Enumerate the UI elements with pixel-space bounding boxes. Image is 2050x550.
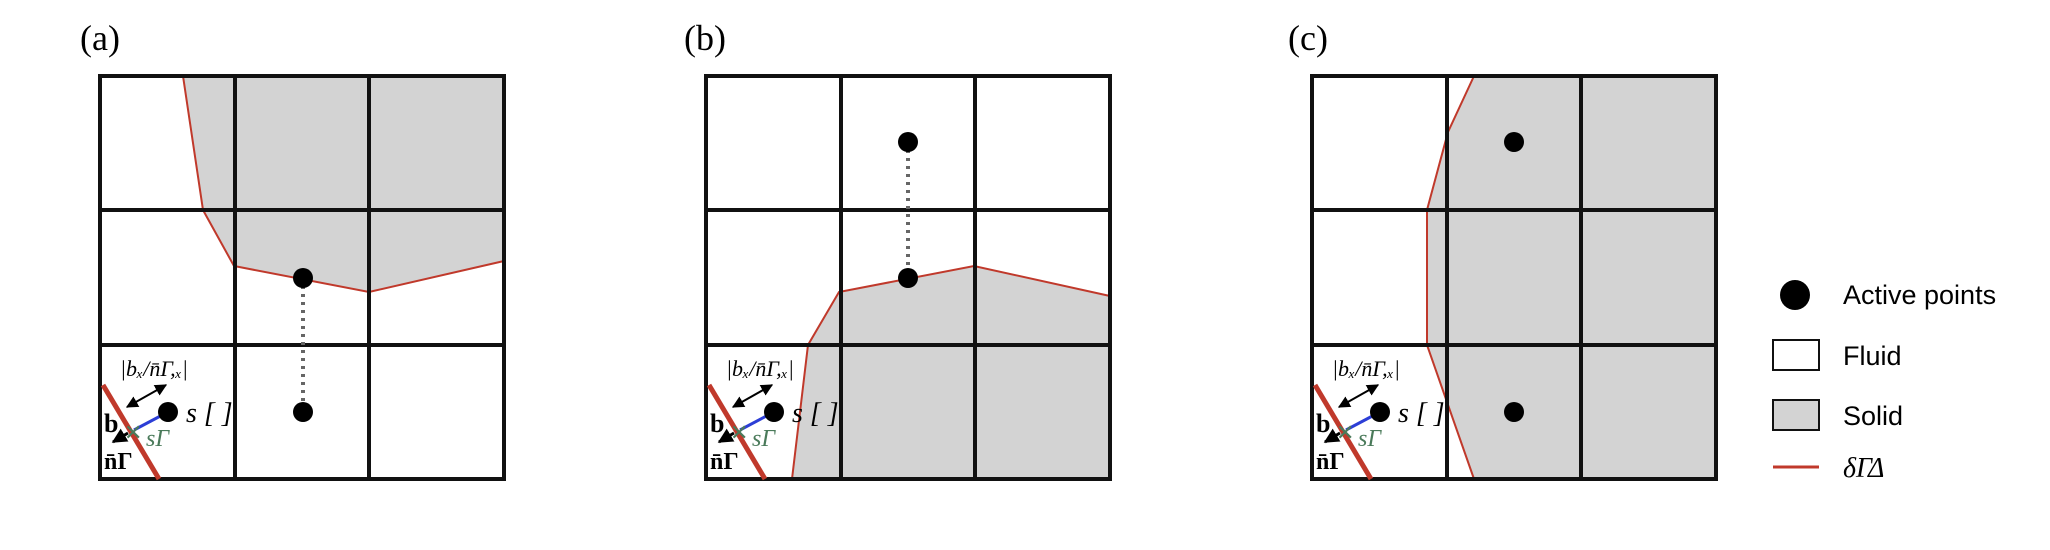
panel-b: (b) ✕ |bₓ/n̄Γ,ₓ| s [ ] b n̄Γ sΓ <box>684 18 1112 481</box>
interface-segment <box>1312 383 1374 481</box>
n-label: n̄Γ <box>104 449 133 475</box>
normal-inset: ✕ |bₓ/n̄Γ,ₓ| s [ ] b n̄Γ sΓ <box>100 356 233 481</box>
active-point <box>1504 402 1524 422</box>
s-gamma-label: sΓ <box>1358 426 1382 452</box>
sample-point <box>764 402 784 422</box>
active-point <box>293 402 313 422</box>
normal-inset: ✕ |bₓ/n̄Γ,ₓ| s [ ] b n̄Γ sΓ <box>1312 356 1445 481</box>
s-gamma-label: sΓ <box>146 426 170 452</box>
legend: Active points Fluid Solid δΓΔ <box>1772 280 1996 484</box>
distance-label: |bₓ/n̄Γ,ₓ| <box>120 356 188 381</box>
legend-active-points-label: Active points <box>1843 280 1996 310</box>
distance-arrow <box>731 384 774 408</box>
b-label: b <box>1316 409 1330 438</box>
active-point <box>898 132 918 152</box>
interface-segment <box>706 383 768 481</box>
normal-inset: ✕ |bₓ/n̄Γ,ₓ| s [ ] b n̄Γ sΓ <box>706 356 839 481</box>
s-label: s [ ] <box>1398 398 1445 429</box>
sample-point <box>1370 402 1390 422</box>
distance-arrow <box>125 384 168 408</box>
active-point <box>1504 132 1524 152</box>
legend-fluid-label: Fluid <box>1843 341 1902 371</box>
interface-segment <box>100 383 162 481</box>
normal-arrow <box>717 428 735 444</box>
grid <box>98 74 506 481</box>
s-gamma-marker: ✕ <box>730 420 748 445</box>
legend-active-points-icon <box>1780 280 1810 310</box>
distance-arrow <box>1337 384 1380 408</box>
n-label: n̄Γ <box>710 449 739 475</box>
panel-a-label: (a) <box>80 18 120 58</box>
grid <box>1310 74 1718 481</box>
b-label: b <box>104 409 118 438</box>
legend-interface-label: δΓΔ <box>1843 453 1884 484</box>
solid-region <box>792 266 1110 479</box>
legend-solid-icon <box>1772 399 1820 431</box>
distance-label: |bₓ/n̄Γ,ₓ| <box>1332 356 1400 381</box>
sample-point <box>158 402 178 422</box>
legend-solid-label: Solid <box>1843 401 1903 431</box>
legend-fluid-icon <box>1772 339 1820 371</box>
panel-c: (c) ✕ |bₓ/n̄Γ,ₓ| s [ ] b n̄Γ sΓ <box>1288 18 1718 481</box>
b-label: b <box>710 409 724 438</box>
solid-region <box>1427 76 1716 479</box>
panel-a: (a) ✕ |bₓ/n̄Γ,ₓ| s [ ] b n̄Γ <box>80 18 506 481</box>
panel-c-label: (c) <box>1288 18 1328 58</box>
s-label: s [ ] <box>186 398 233 429</box>
solid-region <box>183 76 504 292</box>
s-gamma-marker: ✕ <box>124 420 142 445</box>
active-point <box>293 268 313 288</box>
grid <box>704 74 1112 481</box>
panel-b-label: (b) <box>684 18 726 58</box>
fluid-cover <box>1312 76 1474 479</box>
n-label: n̄Γ <box>1316 449 1345 475</box>
active-point <box>898 268 918 288</box>
normal-arrow <box>1323 428 1341 444</box>
s-gamma-label: sΓ <box>752 426 776 452</box>
normal-arrow <box>111 428 129 444</box>
distance-label: |bₓ/n̄Γ,ₓ| <box>726 356 794 381</box>
s-label: s [ ] <box>792 398 839 429</box>
s-gamma-marker: ✕ <box>1336 420 1354 445</box>
